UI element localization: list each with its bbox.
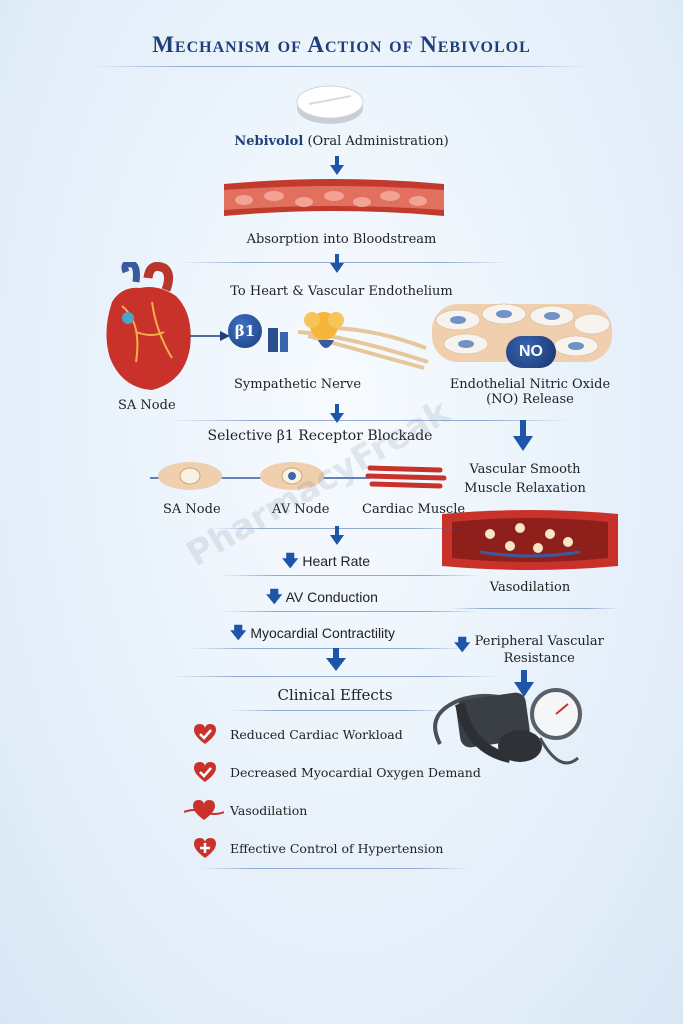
tablet-icon: [296, 85, 364, 124]
arrow-down-icon: [326, 648, 346, 671]
endothelial-no-label: Endothelial Nitric Oxide (NO) Release: [430, 377, 630, 407]
vasodilation-label: Vasodilation: [489, 580, 571, 595]
drug-route: (Oral Administration): [307, 134, 449, 149]
arrow-right-icon: [190, 331, 230, 341]
relaxation-line2: Muscle Relaxation: [464, 481, 586, 496]
drug-name: Nebivolol: [234, 134, 304, 149]
arrow-down-icon: [514, 670, 534, 697]
pvr-item: 🡇 Peripheral Vascular Resistance: [454, 634, 604, 666]
cardiac-conduction-illustration: [150, 462, 447, 490]
blood-pressure-monitor-icon: [433, 688, 582, 765]
heart-check-icon: [194, 724, 216, 744]
arrow-down-icon: [330, 526, 344, 545]
endothelial-cells-illustration: [432, 303, 612, 362]
av-conduction-item: 🡇 AV Conduction: [266, 586, 378, 613]
sa-node-label: SA Node: [163, 502, 221, 517]
vasodilation-vessel-illustration: [442, 510, 618, 570]
clinical-effect-label: Effective Control of Hypertension: [230, 841, 444, 856]
av-conduction-label: AV Conduction: [285, 589, 378, 605]
heart-rate-item: 🡇 Heart Rate: [282, 550, 370, 577]
clinical-effect-item: [192, 760, 218, 788]
pvr-label: Peripheral Vascular Resistance: [475, 634, 604, 666]
heart-cross-icon: [194, 838, 216, 858]
sympathetic-nerve-label: Sympathetic Nerve: [234, 377, 362, 392]
clinical-effect-label: Vasodilation: [230, 803, 308, 818]
heart-vessel-icon: [183, 800, 225, 820]
divider: [210, 528, 470, 529]
pvr-line2: Resistance: [503, 651, 575, 666]
arrow-down-icon: [330, 254, 344, 273]
pvr-line1: Peripheral Vascular: [474, 634, 604, 649]
divider: [170, 420, 570, 421]
drug-label: Nebivolol (Oral Administration): [150, 134, 533, 149]
divider: [180, 262, 510, 263]
to-heart-label: To Heart & Vascular Endothelium: [230, 284, 453, 299]
down-arrow-icon: 🡇: [282, 553, 299, 570]
heart-rate-label: Heart Rate: [302, 553, 371, 569]
endothelial-no-line1: Endothelial Nitric Oxide: [449, 377, 611, 392]
sa-node-heart-label: SA Node: [118, 398, 176, 413]
down-arrow-icon: 🡇: [454, 635, 471, 654]
divider: [220, 611, 480, 612]
relaxation-line1: Vascular Smooth: [469, 462, 581, 477]
arrow-down-icon: [330, 404, 344, 423]
clinical-effects-heading: Clinical Effects: [277, 686, 393, 704]
clinical-effect-label: Reduced Cardiac Workload: [230, 727, 403, 742]
divider: [230, 710, 450, 711]
down-arrow-icon: 🡇: [266, 589, 283, 606]
divider: [200, 868, 470, 869]
arrow-down-icon: [513, 420, 533, 451]
divider: [450, 608, 620, 609]
av-node-label: AV Node: [272, 502, 330, 517]
sympathetic-nerve-illustration: [268, 312, 429, 370]
divider: [220, 575, 480, 576]
blood-vessel-illustration: [224, 179, 444, 216]
divider: [190, 648, 470, 649]
endothelial-no-line2: (NO) Release: [486, 392, 574, 407]
clinical-effect-item: [183, 798, 225, 826]
beta1-receptor-badge: β1: [228, 314, 262, 348]
clinical-effect-label: Decreased Myocardial Oxygen Demand: [230, 765, 481, 780]
arrow-down-icon: [330, 156, 344, 175]
myocardial-contractility-item: 🡇 Myocardial Contractility: [230, 622, 395, 649]
heart-illustration: [106, 262, 191, 390]
clinical-effect-item: [192, 722, 218, 750]
down-arrow-icon: 🡇: [230, 625, 247, 642]
title-divider: [90, 66, 590, 67]
myocardial-contractility-label: Myocardial Contractility: [250, 625, 396, 641]
clinical-effect-item: [192, 836, 218, 864]
no-badge: NO: [506, 336, 556, 368]
absorption-label: Absorption into Bloodstream: [246, 232, 437, 247]
heart-check-icon: [194, 762, 216, 782]
page-title: Mechanism of Action of Nebivolol: [152, 32, 531, 57]
blockade-label: Selective β1 Receptor Blockade: [207, 428, 433, 444]
relaxation-label: Vascular Smooth Muscle Relaxation: [440, 462, 610, 496]
divider: [170, 676, 500, 677]
cardiac-muscle-label: Cardiac Muscle: [362, 502, 466, 517]
